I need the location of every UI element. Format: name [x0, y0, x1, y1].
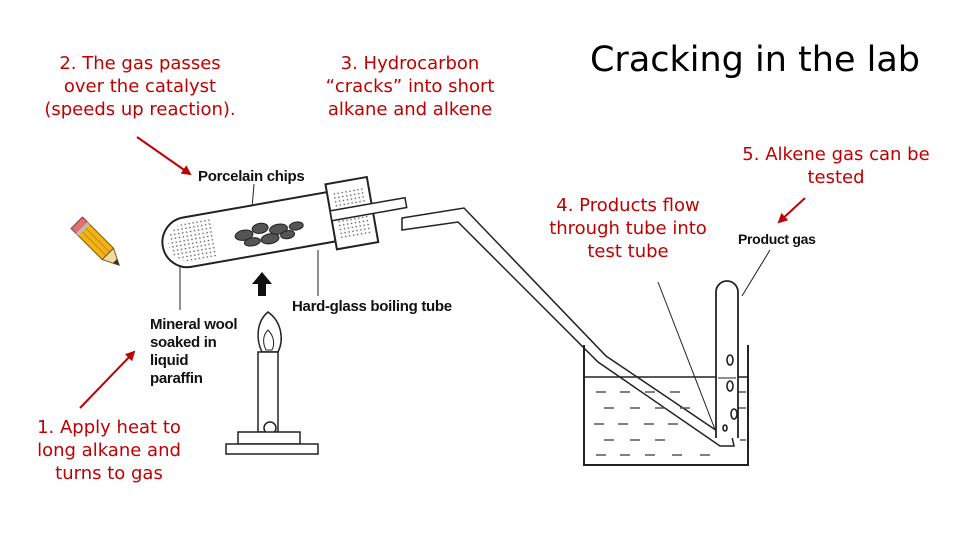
note-step-1: 1. Apply heat to long alkane and turns t… [37, 417, 181, 484]
porcelain-chips [234, 221, 304, 247]
note-step-5: 5. Alkene gas can be tested [742, 144, 930, 188]
note-step-4: 4. Products flow through tube into test … [549, 195, 707, 262]
gas-bubbles [722, 354, 738, 432]
arrow-step-5 [777, 197, 806, 224]
label-boiling-tube: Hard-glass boiling tube [292, 298, 452, 315]
delivery-tube [401, 207, 735, 447]
pencil-icon [70, 216, 121, 267]
label-product-gas: Product gas [738, 231, 816, 247]
collection-test-tube [715, 280, 739, 438]
slide-title: Cracking in the lab [589, 40, 921, 80]
up-arrow-icon [252, 272, 272, 296]
arrow-step-1 [79, 350, 136, 409]
note-step-3: 3. Hydrocarbon “cracks” into short alkan… [325, 53, 495, 120]
boiling-tube [161, 175, 408, 269]
label-porcelain-chips: Porcelain chips [198, 168, 305, 185]
water-trough [583, 345, 749, 466]
mineral-wool [168, 218, 218, 262]
label-mineral-wool: Mineral wool soaked in liquid paraffin [150, 316, 238, 387]
arrow-step-2 [136, 136, 192, 176]
bunsen-burner [225, 311, 319, 455]
note-step-2: 2. The gas passes over the catalyst (spe… [44, 53, 236, 120]
